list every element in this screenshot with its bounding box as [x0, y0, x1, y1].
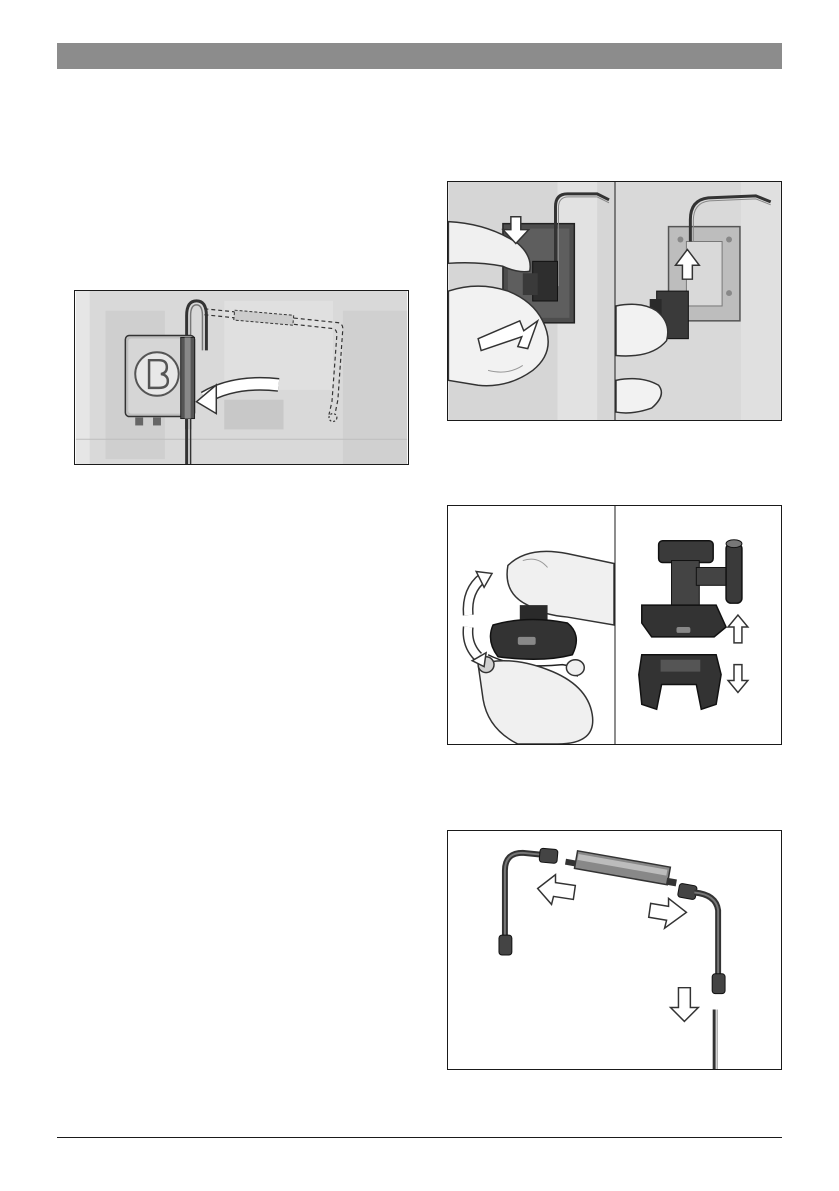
sensor-unit-illustration [75, 291, 408, 464]
sensor-unit-figure [74, 290, 409, 465]
cable-connector-figure [447, 830, 782, 1070]
bracket-removal-figure [447, 181, 782, 421]
bracket-removal-illustration [448, 182, 781, 420]
header-bar [57, 43, 782, 69]
clip-separation-illustration [448, 506, 781, 744]
clip-separation-figure [447, 505, 782, 745]
footer-rule [57, 1137, 782, 1138]
cable-connector-illustration [448, 831, 781, 1069]
